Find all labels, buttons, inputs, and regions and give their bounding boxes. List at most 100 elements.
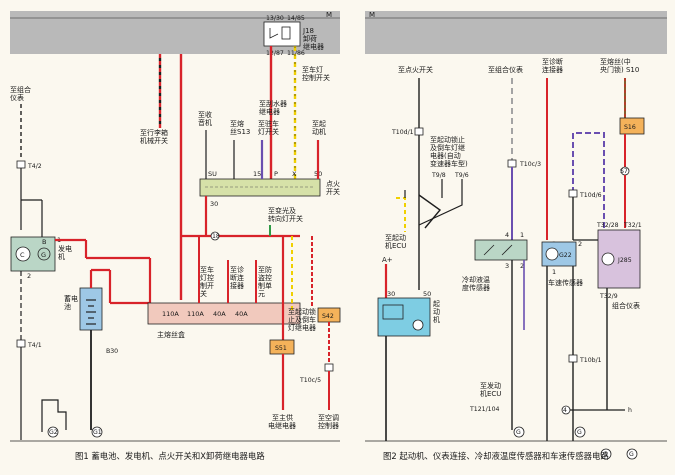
svg-text:动: 动	[433, 307, 440, 316]
fuse-s16	[619, 117, 645, 135]
svg-text:机ECU: 机ECU	[385, 241, 406, 250]
svg-text:点火: 点火	[326, 180, 340, 188]
svg-text:h: h	[628, 407, 632, 414]
speed-sensor-g22: 3 G22 2 1 车速传感器	[541, 240, 583, 287]
ground-g-fig2-b	[574, 426, 586, 438]
svg-text:起: 起	[433, 300, 440, 308]
svg-text:G: G	[41, 251, 46, 259]
svg-text:至变光及: 至变光及	[268, 206, 296, 215]
svg-text:至熔丝(中: 至熔丝(中	[600, 57, 631, 66]
svg-text:2: 2	[27, 272, 31, 280]
svg-text:至起动: 至起动	[385, 233, 406, 242]
svg-text:13/30: 13/30	[266, 15, 284, 22]
ground-g2	[47, 426, 59, 438]
ground-g-fig2-a	[513, 426, 525, 438]
svg-text:至组合: 至组合	[10, 85, 31, 94]
svg-text:30: 30	[210, 200, 218, 208]
svg-text:J285: J285	[617, 257, 632, 264]
connector-t10d-6	[568, 189, 578, 198]
svg-text:至空调: 至空调	[318, 413, 339, 422]
coolant-temp-sensor: 4 1 3 2 冷却液温 度传感器	[462, 231, 528, 292]
svg-text:18: 18	[212, 233, 220, 240]
svg-text:1: 1	[520, 231, 524, 239]
svg-text:T9/8: T9/8	[431, 172, 446, 179]
ground-g-fig2-d	[626, 448, 638, 460]
svg-text:灯继电器: 灯继电器	[288, 323, 316, 332]
ground-bus-1-label: M	[326, 11, 332, 19]
svg-text:池: 池	[64, 302, 71, 311]
figure-1: M 13/30 14/85 12/87 11/86 J18 卸荷 继电器 至组合…	[10, 11, 341, 461]
svg-text:至起动锁: 至起动锁	[288, 307, 316, 316]
svg-text:电器(自动: 电器(自动	[430, 151, 461, 160]
main-fuse-box: 110A 110A 40A 40A 主熔丝盒	[147, 302, 301, 339]
svg-text:50: 50	[423, 290, 431, 298]
svg-text:C: C	[20, 251, 25, 259]
svg-text:止及倒车: 止及倒车	[288, 315, 316, 324]
svg-text:发电: 发电	[58, 244, 72, 253]
svg-text:M: M	[369, 11, 375, 19]
svg-text:110A: 110A	[187, 310, 204, 318]
svg-text:G: G	[603, 451, 608, 458]
svg-text:蓄电: 蓄电	[64, 294, 78, 303]
svg-text:SU: SU	[208, 170, 217, 178]
svg-text:3: 3	[505, 262, 509, 270]
svg-text:B30: B30	[106, 348, 118, 355]
svg-text:110A: 110A	[162, 310, 179, 318]
svg-text:元: 元	[258, 290, 265, 298]
svg-text:至收: 至收	[198, 110, 212, 119]
svg-text:2: 2	[520, 262, 524, 270]
svg-text:至起动锁止: 至起动锁止	[430, 135, 465, 144]
svg-text:及倒车灯继: 及倒车灯继	[430, 143, 465, 152]
starter-motor: 30 50 起 动 机	[377, 290, 440, 337]
svg-text:冷却液温: 冷却液温	[462, 275, 490, 284]
svg-text:T10c/5: T10c/5	[299, 377, 321, 384]
relay-j18: 13/30 14/85 12/87 11/86 J18 卸荷 继电器	[263, 15, 324, 57]
svg-text:12/87: 12/87	[266, 50, 284, 57]
svg-text:11/86: 11/86	[287, 50, 305, 57]
svg-text:灯开关: 灯开关	[258, 127, 279, 136]
svg-text:控制开关: 控制开关	[302, 73, 330, 82]
ground-g-fig2-c	[600, 448, 612, 460]
svg-text:T10d/1: T10d/1	[391, 129, 414, 136]
svg-text:至主供: 至主供	[272, 413, 293, 422]
svg-text:动机: 动机	[312, 127, 326, 136]
svg-text:至点火开关: 至点火开关	[398, 65, 433, 74]
svg-text:开关: 开关	[326, 187, 340, 196]
svg-text:至刮水器: 至刮水器	[259, 99, 287, 108]
svg-text:2: 2	[578, 240, 582, 248]
svg-text:断连: 断连	[230, 273, 244, 282]
svg-text:机: 机	[58, 252, 65, 261]
svg-text:至车灯: 至车灯	[302, 65, 323, 74]
svg-text:组合仪表: 组合仪表	[612, 301, 640, 310]
svg-text:30: 30	[387, 290, 395, 298]
svg-text:至起: 至起	[312, 120, 326, 128]
svg-text:A+: A+	[382, 256, 393, 264]
svg-text:X: X	[292, 170, 297, 178]
svg-text:J18: J18	[302, 27, 314, 35]
svg-text:T32/9: T32/9	[599, 293, 618, 300]
svg-text:T10b/1: T10b/1	[579, 357, 602, 364]
svg-text:央门锁) S10: 央门锁) S10	[600, 65, 639, 74]
connector-t10d-1	[414, 127, 424, 136]
svg-text:继电器: 继电器	[259, 107, 280, 116]
svg-text:车速传感器: 车速传感器	[548, 278, 583, 287]
svg-text:T10d/6: T10d/6	[579, 192, 602, 199]
svg-text:4: 4	[505, 231, 509, 239]
connector-t4-1	[16, 339, 26, 348]
svg-text:控制器: 控制器	[318, 421, 339, 430]
svg-text:T32/1: T32/1	[623, 222, 642, 229]
svg-text:S16: S16	[624, 124, 636, 131]
svg-text:连接器: 连接器	[542, 65, 563, 74]
svg-text:仪表: 仪表	[10, 93, 24, 102]
svg-text:至防: 至防	[258, 265, 272, 274]
svg-text:14/85: 14/85	[287, 15, 305, 22]
svg-text:至组合仪表: 至组合仪表	[488, 65, 523, 74]
connector-t10b-1	[568, 354, 578, 363]
ground-g1	[91, 426, 103, 438]
node-18	[210, 231, 220, 241]
svg-text:至熔: 至熔	[230, 119, 244, 128]
svg-text:继电器: 继电器	[303, 42, 324, 51]
svg-text:丝S13: 丝S13	[230, 127, 250, 136]
svg-text:4: 4	[563, 407, 567, 414]
svg-text:关: 关	[200, 289, 207, 298]
